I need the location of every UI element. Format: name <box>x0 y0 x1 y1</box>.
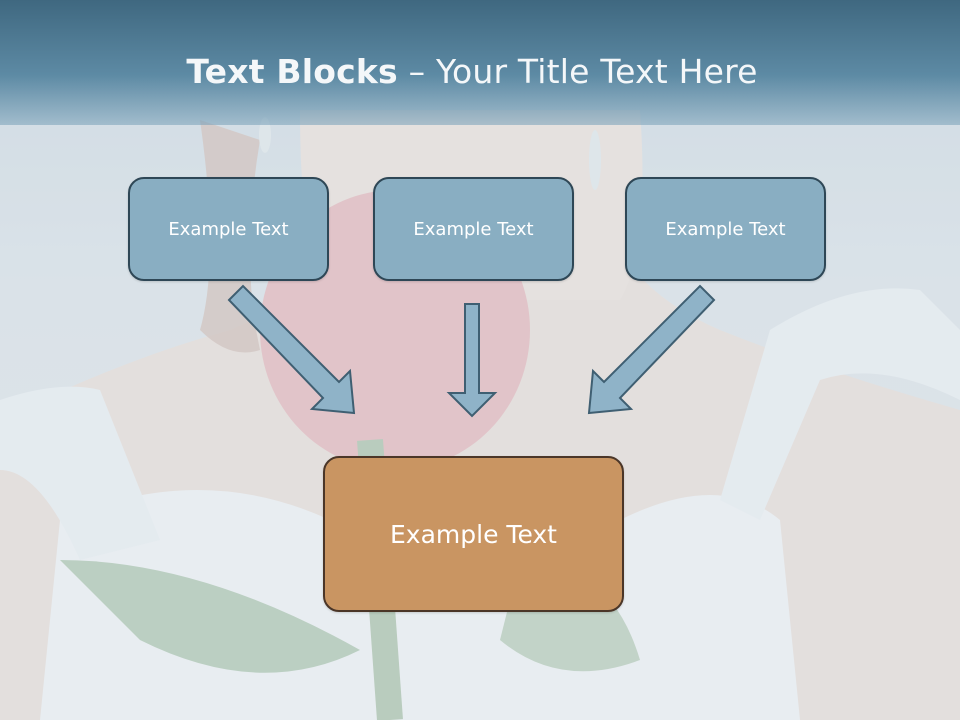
main-text-box-label: Example Text <box>390 519 557 549</box>
title-rest: – Your Title Text Here <box>397 52 758 91</box>
slide-title: Text Blocks – Your Title Text Here <box>0 52 944 91</box>
text-box-left-label: Example Text <box>168 218 289 240</box>
title-bold: Text Blocks <box>186 52 398 91</box>
arrow-right-icon <box>587 284 716 415</box>
text-box-center[interactable]: Example Text <box>373 177 574 281</box>
text-box-left[interactable]: Example Text <box>128 177 329 281</box>
text-box-center-label: Example Text <box>413 218 534 240</box>
text-box-right[interactable]: Example Text <box>625 177 826 281</box>
main-text-box[interactable]: Example Text <box>323 456 624 612</box>
title-bar <box>0 0 960 125</box>
arrow-left-icon <box>227 284 356 415</box>
text-box-right-label: Example Text <box>665 218 786 240</box>
arrow-down-icon <box>446 303 498 418</box>
